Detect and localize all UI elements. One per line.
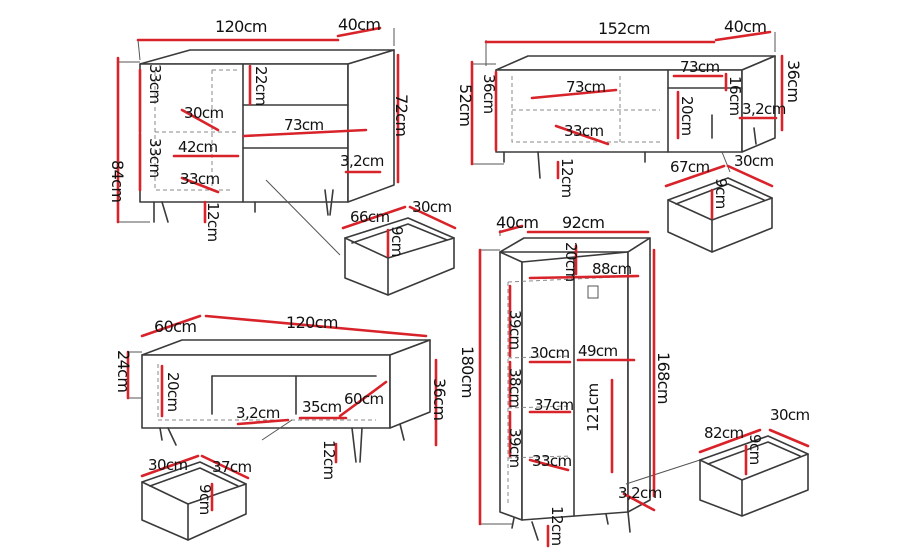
tv-stand-drawer-small-height-label: 16cm <box>726 76 744 116</box>
wardrobe-shelf-2-label: 38cm <box>506 368 524 408</box>
tv-stand-drawer-inner-width-label: 67cm <box>670 158 710 176</box>
dresser-drawer-inner-depth-label: 30cm <box>412 198 452 216</box>
coffee-table-drawer-front-label: 3,2cm <box>236 404 280 422</box>
dresser-drawer-height-label: 22cm <box>252 66 270 106</box>
wardrobe-dimension-lines <box>478 224 810 548</box>
coffee-table-drawer-width-label: 35cm <box>302 398 342 416</box>
wardrobe-top-shelf-height-label: 20cm <box>562 242 580 282</box>
coffee-table-drawing <box>128 339 431 463</box>
dresser-drawer-inner-height-label: 9cm <box>388 226 406 257</box>
tv-stand-dimension-lines <box>470 30 784 220</box>
tv-stand-shelf-depth-label: 33cm <box>564 122 604 140</box>
dresser-side <box>347 49 395 203</box>
coffee-table-total-height-label: 36cm <box>430 378 449 420</box>
tv-stand-inner-drawer <box>667 177 773 253</box>
coffee-table-drawer-depth-label: 60cm <box>344 390 384 408</box>
wardrobe-hanging-height-label: 121cm <box>584 384 602 433</box>
wardrobe-drawer-inner-height-label: 9cm <box>746 434 764 465</box>
coffee-table-shelf-height-label: 20cm <box>164 372 182 412</box>
dresser-labels: 120cm 40cm 84cm 72cm 33cm 33cm 30cm 42cm… <box>108 15 452 257</box>
tv-stand-drawer-inner-depth-label: 30cm <box>734 152 774 170</box>
tv-stand-drawer-inner-height-label: 9cm <box>712 178 730 209</box>
wardrobe-leg-height-label: 12cm <box>548 506 566 546</box>
dresser-shelf-depth-lower-label: 33cm <box>180 170 220 188</box>
tv-stand-labels: 152cm 40cm 52cm 36cm 36cm 73cm 73cm 16cm… <box>456 17 803 209</box>
coffee-table-inner-drawer <box>141 461 247 541</box>
wardrobe-labels: 40cm 92cm 180cm 168cm 20cm 88cm 39cm 30c… <box>458 213 810 546</box>
tv-stand-drawer-height-label: 20cm <box>678 96 696 136</box>
wardrobe-shelf-depth-bottom-label: 33cm <box>532 452 572 470</box>
dresser-inner-drawer <box>344 217 455 296</box>
wardrobe-hanging-width-label: 49cm <box>578 342 618 360</box>
coffee-table-leg-height-label: 12cm <box>320 440 338 480</box>
dresser-body-height-label: 72cm <box>392 94 411 136</box>
wardrobe-inner-drawer <box>699 435 809 517</box>
wardrobe-drawing <box>480 230 701 541</box>
tv-stand-total-height-label: 52cm <box>456 84 475 126</box>
dresser-shelf-upper-label: 33cm <box>146 64 164 104</box>
tv-stand-drawer-front-label: 3,2cm <box>742 100 786 118</box>
dresser-width-label: 120cm <box>215 17 267 36</box>
dresser-shelf-depth-upper-label: 30cm <box>184 104 224 122</box>
tv-stand-depth-label: 40cm <box>724 17 766 36</box>
wardrobe-shelf-width-label: 37cm <box>534 396 574 414</box>
wardrobe-shelf-3-label: 39cm <box>506 428 524 468</box>
dresser-shelf-lower-label: 33cm <box>146 138 164 178</box>
dresser-total-height-label: 84cm <box>108 160 127 202</box>
wardrobe-door-front-label: 3,2cm <box>618 484 662 502</box>
wardrobe-rail-width-label: 88cm <box>592 260 632 278</box>
tv-stand-shelf-width-label: 73cm <box>566 78 606 96</box>
coffee-table-depth-label: 60cm <box>154 317 196 336</box>
wardrobe-width-label: 92cm <box>562 213 604 232</box>
dresser-drawer-inner-width-label: 66cm <box>350 208 390 226</box>
tv-stand-drawing <box>472 32 776 179</box>
tv-stand-width-label: 152cm <box>598 19 650 38</box>
coffee-table-labels: 60cm 120cm 24cm 36cm 20cm 3,2cm 35cm 60c… <box>114 313 449 515</box>
wardrobe-drawer-inner-width-label: 82cm <box>704 424 744 442</box>
dresser-shelf-width-label: 42cm <box>178 138 218 156</box>
coffee-table-drawer-inner-width-label: 37cm <box>212 458 252 476</box>
dresser-drawer-width-label: 73cm <box>284 116 324 134</box>
tv-stand-shelf-height-label: 36cm <box>480 74 498 114</box>
coffee-table-dimension-lines <box>126 314 438 512</box>
coffee-table-drawer-inner-depth-label: 30cm <box>148 456 188 474</box>
dresser-leg-height-label: 12cm <box>204 202 222 242</box>
coffee-table-drawer-inner-height-label: 9cm <box>196 484 214 515</box>
tv-stand-leg-height-label: 12cm <box>558 158 576 198</box>
dresser-depth-label: 40cm <box>338 15 380 34</box>
coffee-table-height-label: 24cm <box>114 350 133 392</box>
wardrobe-total-height-label: 180cm <box>458 346 477 398</box>
tv-stand-body-height-label: 36cm <box>784 60 803 102</box>
tv-stand-top <box>495 55 776 71</box>
dresser-dimension-lines <box>116 26 457 258</box>
wardrobe-drawer-inner-depth-label: 30cm <box>770 406 810 424</box>
dresser-drawer-front-label: 3,2cm <box>340 152 384 170</box>
wardrobe-depth-label: 40cm <box>496 213 538 232</box>
wardrobe-shelf-1-label: 39cm <box>506 310 524 350</box>
coffee-table-width-label: 120cm <box>286 313 338 332</box>
tv-stand-drawer-width-label: 73cm <box>680 58 720 76</box>
wardrobe-body-height-label: 168cm <box>654 352 673 404</box>
wardrobe-shelf-depth-label: 30cm <box>530 344 570 362</box>
